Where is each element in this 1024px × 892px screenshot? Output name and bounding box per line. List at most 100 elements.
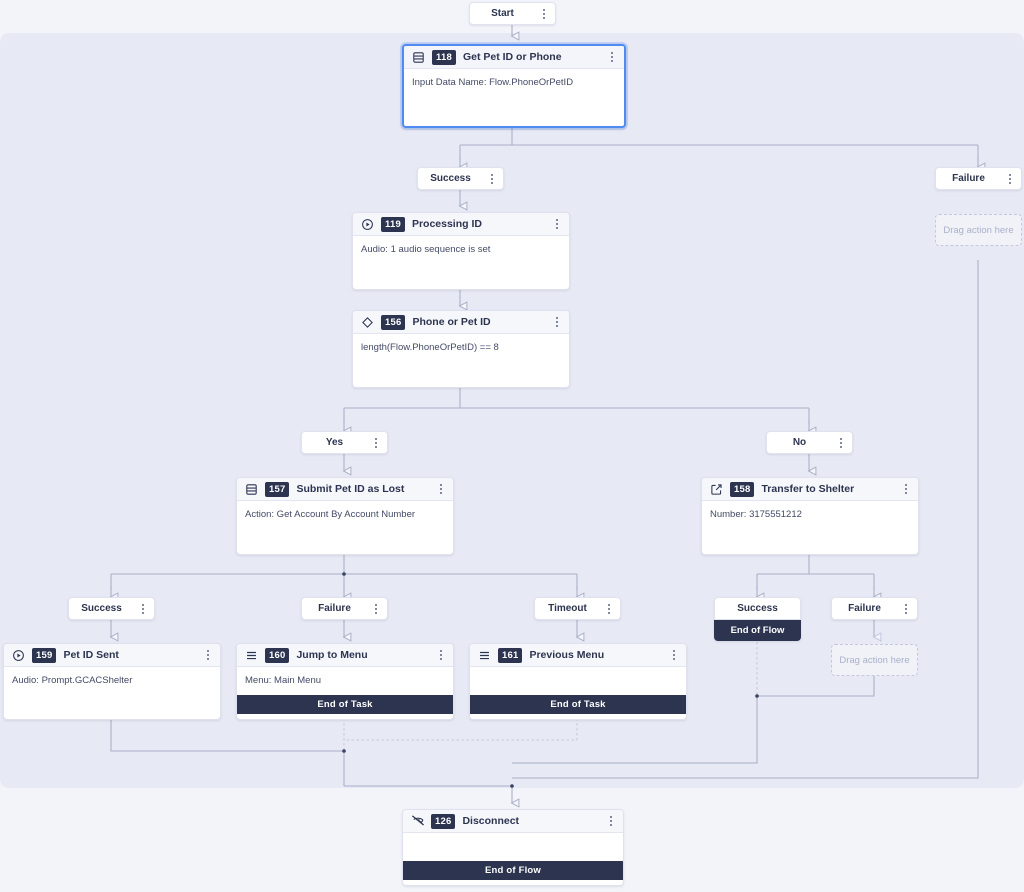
branch-success-118[interactable]: Success xyxy=(417,167,504,190)
branch-success-158-terminal: End of Flow xyxy=(714,620,801,641)
branch-no-156[interactable]: No xyxy=(766,431,853,454)
node-160-body: Menu: Main Menu xyxy=(237,667,453,695)
start-node[interactable]: Start xyxy=(469,2,556,25)
node-161-menu-icon[interactable] xyxy=(669,648,679,662)
node-119-header[interactable]: 119 Processing ID xyxy=(353,213,569,236)
node-159[interactable]: 159 Pet ID Sent Audio: Prompt.GCACShelte… xyxy=(3,643,221,720)
node-157[interactable]: 157 Submit Pet ID as Lost Action: Get Ac… xyxy=(236,477,454,555)
branch-label: Yes xyxy=(325,437,344,448)
branch-label: Timeout xyxy=(548,603,587,614)
branch-failure-158[interactable]: Failure xyxy=(831,597,918,620)
node-161-title: Previous Menu xyxy=(529,649,605,661)
node-159-id: 159 xyxy=(32,647,57,663)
node-158-header[interactable]: 158 Transfer to Shelter xyxy=(702,478,918,501)
branch-menu-icon[interactable] xyxy=(1005,172,1015,186)
play-circle-icon xyxy=(360,217,375,232)
terminal-label: End of Flow xyxy=(730,625,785,636)
database-icon xyxy=(411,50,426,65)
node-158-body: Number: 3175551212 xyxy=(702,501,918,528)
dropzone-failure-158[interactable]: Drag action here xyxy=(831,644,918,676)
node-118[interactable]: 118 Get Pet ID or Phone Input Data Name:… xyxy=(402,44,626,128)
node-156-menu-icon[interactable] xyxy=(552,315,562,329)
node-159-menu-icon[interactable] xyxy=(203,648,213,662)
node-157-title: Submit Pet ID as Lost xyxy=(296,483,405,495)
branch-label: Success xyxy=(430,173,471,184)
node-161-footer: End of Task xyxy=(470,695,686,714)
branch-failure-118[interactable]: Failure xyxy=(935,167,1022,190)
dropzone-label: Drag action here xyxy=(839,654,910,666)
phone-slash-icon xyxy=(410,814,425,829)
node-161-header[interactable]: 161 Previous Menu xyxy=(470,644,686,667)
branch-menu-icon[interactable] xyxy=(901,602,911,616)
branch-menu-icon[interactable] xyxy=(371,436,381,450)
start-node-label: Start xyxy=(491,8,514,19)
node-157-id: 157 xyxy=(265,481,290,497)
node-119[interactable]: 119 Processing ID Audio: 1 audio sequenc… xyxy=(352,212,570,290)
branch-label: No xyxy=(792,437,807,448)
diamond-icon xyxy=(360,315,375,330)
branch-label: Success xyxy=(737,603,778,614)
node-158-title: Transfer to Shelter xyxy=(761,483,855,495)
node-156[interactable]: 156 Phone or Pet ID length(Flow.PhoneOrP… xyxy=(352,310,570,388)
branch-yes-156[interactable]: Yes xyxy=(301,431,388,454)
node-159-body: Audio: Prompt.GCACShelter xyxy=(4,667,220,694)
node-126-header[interactable]: 126 Disconnect xyxy=(403,810,623,833)
node-118-body: Input Data Name: Flow.PhoneOrPetID xyxy=(404,69,624,96)
node-126-menu-icon[interactable] xyxy=(606,814,616,828)
node-158-id: 158 xyxy=(730,481,755,497)
node-161-body xyxy=(470,667,686,695)
node-119-title: Processing ID xyxy=(411,218,482,230)
node-118-menu-icon[interactable] xyxy=(607,50,617,64)
branch-label: Failure xyxy=(848,603,881,614)
node-119-menu-icon[interactable] xyxy=(552,217,562,231)
branch-failure-157[interactable]: Failure xyxy=(301,597,388,620)
node-161-id: 161 xyxy=(498,647,523,663)
node-160[interactable]: 160 Jump to Menu Menu: Main Menu End of … xyxy=(236,643,454,720)
branch-success-157[interactable]: Success xyxy=(68,597,155,620)
branch-menu-icon[interactable] xyxy=(138,602,148,616)
node-161[interactable]: 161 Previous Menu End of Task xyxy=(469,643,687,720)
node-160-title: Jump to Menu xyxy=(296,649,368,661)
node-160-footer: End of Task xyxy=(237,695,453,714)
node-118-title: Get Pet ID or Phone xyxy=(462,51,562,63)
database-icon xyxy=(244,482,259,497)
branch-success-158[interactable]: Success xyxy=(714,597,801,620)
external-link-icon xyxy=(709,482,724,497)
node-126-id: 126 xyxy=(431,813,456,829)
node-118-id: 118 xyxy=(432,49,456,65)
node-118-header[interactable]: 118 Get Pet ID or Phone xyxy=(404,46,624,69)
node-160-header[interactable]: 160 Jump to Menu xyxy=(237,644,453,667)
node-156-id: 156 xyxy=(381,314,406,330)
branch-menu-icon[interactable] xyxy=(604,602,614,616)
node-126-title: Disconnect xyxy=(462,815,520,827)
node-156-body: length(Flow.PhoneOrPetID) == 8 xyxy=(353,334,569,361)
branch-menu-icon[interactable] xyxy=(487,172,497,186)
node-126-footer: End of Flow xyxy=(403,861,623,880)
branch-timeout-157[interactable]: Timeout xyxy=(534,597,621,620)
branch-menu-icon[interactable] xyxy=(371,602,381,616)
node-157-body: Action: Get Account By Account Number xyxy=(237,501,453,528)
node-126-body xyxy=(403,833,623,861)
node-157-menu-icon[interactable] xyxy=(436,482,446,496)
branch-label: Success xyxy=(81,603,122,614)
node-156-title: Phone or Pet ID xyxy=(412,316,491,328)
dropzone-failure-118[interactable]: Drag action here xyxy=(935,214,1022,246)
play-circle-icon xyxy=(11,648,26,663)
menu-lines-icon xyxy=(244,648,259,663)
menu-lines-icon xyxy=(477,648,492,663)
node-158[interactable]: 158 Transfer to Shelter Number: 31755512… xyxy=(701,477,919,555)
node-158-menu-icon[interactable] xyxy=(901,482,911,496)
node-126[interactable]: 126 Disconnect End of Flow xyxy=(402,809,624,886)
node-160-menu-icon[interactable] xyxy=(436,648,446,662)
branch-menu-icon[interactable] xyxy=(836,436,846,450)
node-160-id: 160 xyxy=(265,647,290,663)
node-157-header[interactable]: 157 Submit Pet ID as Lost xyxy=(237,478,453,501)
node-119-id: 119 xyxy=(381,216,405,232)
dropzone-label: Drag action here xyxy=(943,224,1014,236)
node-156-header[interactable]: 156 Phone or Pet ID xyxy=(353,311,569,334)
node-159-header[interactable]: 159 Pet ID Sent xyxy=(4,644,220,667)
branch-label: Failure xyxy=(952,173,985,184)
start-node-menu-icon[interactable] xyxy=(539,7,549,21)
